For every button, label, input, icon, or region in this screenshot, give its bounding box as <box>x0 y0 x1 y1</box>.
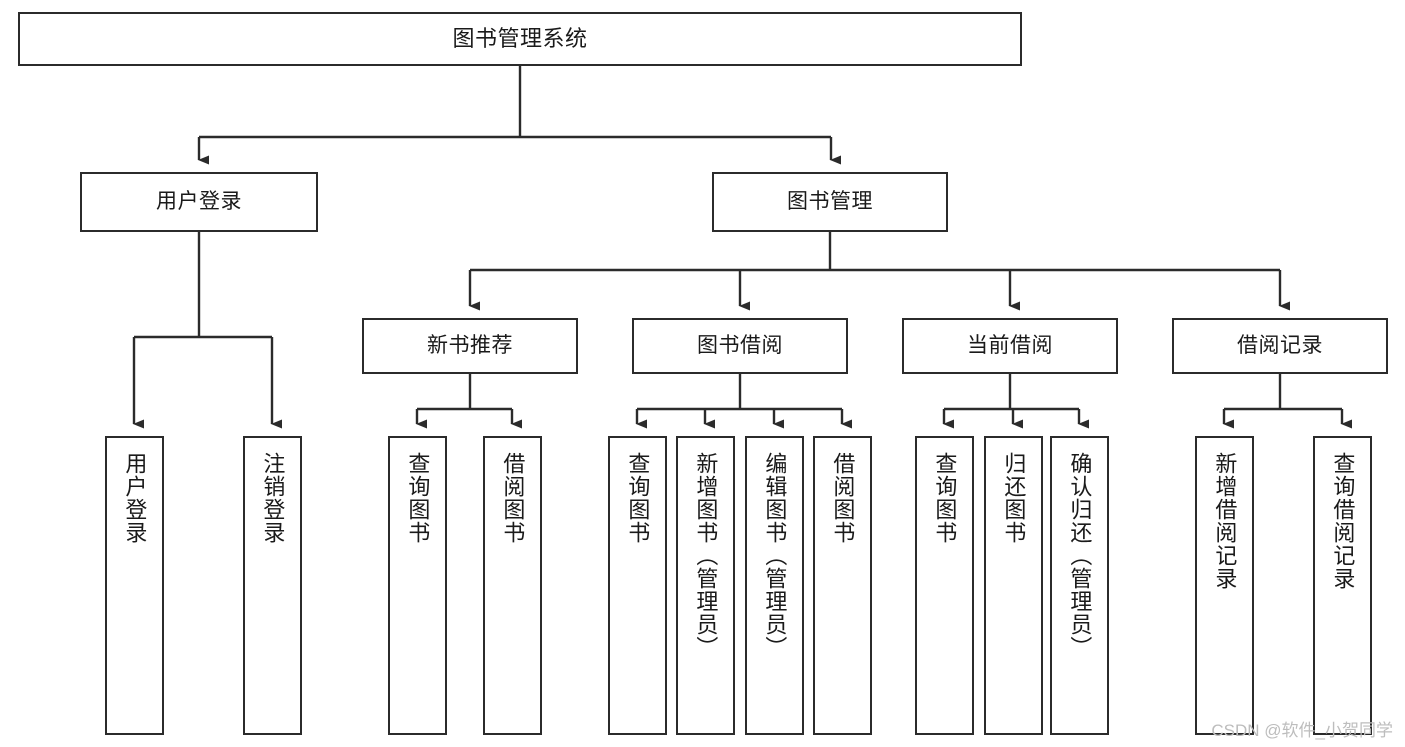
node-leaf-add-book-admin[interactable]: 新增图书（管理员） <box>676 436 735 735</box>
node-book-borrow-label: 图书借阅 <box>697 333 783 357</box>
node-leaf-add-book-admin-label: 新增图书（管理员） <box>693 452 719 659</box>
node-current-borrow[interactable]: 当前借阅 <box>902 318 1118 374</box>
node-leaf-add-borrow-record-label: 新增借阅记录 <box>1212 452 1238 590</box>
node-root[interactable]: 图书管理系统 <box>18 12 1022 66</box>
node-leaf-borrow-book-2-label: 借阅图书 <box>830 452 856 544</box>
node-leaf-query-borrow-record-label: 查询借阅记录 <box>1330 452 1356 590</box>
node-borrow-record[interactable]: 借阅记录 <box>1172 318 1388 374</box>
node-leaf-query-book-1[interactable]: 查询图书 <box>388 436 447 735</box>
node-leaf-query-book-2[interactable]: 查询图书 <box>608 436 667 735</box>
node-leaf-borrow-book-1-label: 借阅图书 <box>500 452 526 544</box>
node-leaf-confirm-return-admin-label: 确认归还（管理员） <box>1067 452 1093 659</box>
node-leaf-query-book-3[interactable]: 查询图书 <box>915 436 974 735</box>
node-user-login-label: 用户登录 <box>156 189 242 213</box>
watermark-text: CSDN @软件_小贺同学 <box>1211 721 1393 740</box>
node-leaf-query-book-2-label: 查询图书 <box>625 452 651 544</box>
node-leaf-logout-login[interactable]: 注销登录 <box>243 436 302 735</box>
node-current-borrow-label: 当前借阅 <box>967 333 1053 357</box>
node-book-management-label: 图书管理 <box>787 189 873 213</box>
user-login-connectors <box>132 232 282 429</box>
node-book-borrow[interactable]: 图书借阅 <box>632 318 848 374</box>
node-leaf-query-book-1-label: 查询图书 <box>405 452 431 544</box>
node-leaf-logout-login-label: 注销登录 <box>260 452 286 544</box>
node-leaf-confirm-return-admin[interactable]: 确认归还（管理员） <box>1050 436 1109 735</box>
current-borrow-connectors <box>942 374 1089 429</box>
book-management-connectors <box>468 232 1290 311</box>
node-leaf-query-borrow-record[interactable]: 查询借阅记录 <box>1313 436 1372 735</box>
node-leaf-return-book-label: 归还图书 <box>1001 452 1027 544</box>
node-leaf-edit-book-admin-label: 编辑图书（管理员） <box>762 452 788 659</box>
node-leaf-edit-book-admin[interactable]: 编辑图书（管理员） <box>745 436 804 735</box>
node-leaf-return-book[interactable]: 归还图书 <box>984 436 1043 735</box>
node-leaf-add-borrow-record[interactable]: 新增借阅记录 <box>1195 436 1254 735</box>
node-leaf-query-book-3-label: 查询图书 <box>932 452 958 544</box>
node-new-book-recommend[interactable]: 新书推荐 <box>362 318 578 374</box>
node-new-book-recommend-label: 新书推荐 <box>427 333 513 357</box>
book-borrow-connectors <box>635 374 852 429</box>
node-borrow-record-label: 借阅记录 <box>1237 333 1323 357</box>
node-root-label: 图书管理系统 <box>452 26 588 52</box>
node-leaf-user-login[interactable]: 用户登录 <box>105 436 164 735</box>
node-leaf-borrow-book-2[interactable]: 借阅图书 <box>813 436 872 735</box>
node-leaf-borrow-book-1[interactable]: 借阅图书 <box>483 436 542 735</box>
root-connectors <box>197 66 841 165</box>
new-book-recommend-connectors <box>415 374 522 429</box>
node-user-login[interactable]: 用户登录 <box>80 172 318 232</box>
node-leaf-user-login-label: 用户登录 <box>122 452 148 544</box>
node-book-management[interactable]: 图书管理 <box>712 172 948 232</box>
borrow-record-connectors <box>1222 374 1352 429</box>
